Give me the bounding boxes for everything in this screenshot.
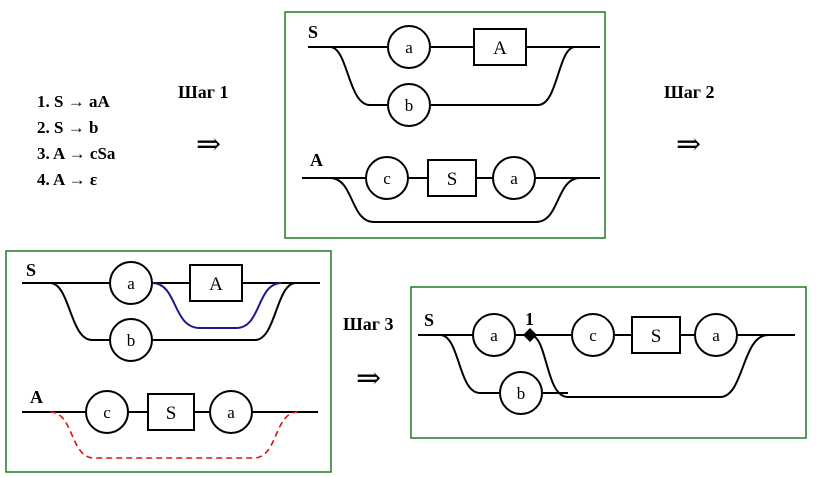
- panel-step-3: S a 1 c S a b: [410, 286, 807, 439]
- panel-2-node-S-text: S: [166, 403, 177, 424]
- panel-1-a-label: A: [310, 150, 323, 170]
- panel-2-node-b: [109, 318, 153, 362]
- panel-2-node-c-text: c: [103, 403, 111, 422]
- panel-step-1: S a A b A c S a: [284, 11, 606, 239]
- panel-3-node-c-text: c: [589, 326, 597, 345]
- step-1-label: Шаг 1: [178, 82, 228, 102]
- panel-3-node-b-text: b: [517, 384, 526, 403]
- panel-1-node-b: [387, 83, 431, 127]
- panel-3-node-a-text: a: [490, 326, 498, 345]
- panel-3-marker-label: 1: [525, 309, 534, 329]
- panel-1-node-S: [427, 159, 477, 197]
- panel-3-node-c: [571, 313, 615, 357]
- rule-4: 4. A → ε: [37, 170, 97, 189]
- panel-2-s-branch: [49, 282, 297, 341]
- panel-3-diamond-marker: [523, 328, 537, 342]
- panel-2-node-S: [147, 393, 195, 431]
- panel-3-node-S-text: S: [651, 326, 662, 347]
- panel-1-node-c: [365, 156, 409, 200]
- panel-step-2: S a A b A c S a: [5, 250, 332, 473]
- panel-2-node-a: [109, 261, 153, 305]
- panel-3-b-branch: [439, 334, 500, 394]
- panel-2-red-dashed-bypass: [49, 411, 299, 459]
- panel-1-a-bypass: [329, 177, 581, 223]
- implies-arrow-2: ⇒: [676, 127, 701, 162]
- panel-2-node-a-text: a: [127, 274, 135, 293]
- panel-1-node-b-text: b: [405, 96, 414, 115]
- panel-3-node-S: [631, 316, 681, 354]
- panel-2-node-a2-text: a: [227, 403, 235, 422]
- panel-3-node-a2-text: a: [712, 326, 720, 345]
- panel-3-epsilon-bypass: [529, 334, 769, 398]
- panel-2-node-A: [189, 264, 243, 302]
- panel-3-node-a2: [694, 313, 738, 357]
- panel-2-node-A-text: A: [209, 274, 223, 295]
- panel-1-node-a: [387, 25, 431, 69]
- panel-2-node-a2: [209, 390, 253, 434]
- panel-1-frame: [284, 11, 606, 239]
- implies-arrow-3: ⇒: [356, 361, 381, 396]
- panel-1-s-branch: [329, 46, 576, 106]
- panel-1-node-c-text: c: [383, 169, 391, 188]
- panel-1-node-S-text: S: [447, 169, 458, 190]
- panel-1-node-A-text: A: [493, 38, 507, 59]
- panel-2-node-b-text: b: [127, 331, 136, 350]
- panel-1-node-A: [473, 28, 527, 66]
- panel-2-node-c: [85, 390, 129, 434]
- panel-1-node-a2: [492, 156, 536, 200]
- panel-3-node-a: [472, 313, 516, 357]
- panel-3-frame: [410, 286, 807, 439]
- panel-2-a-label: A: [30, 387, 43, 407]
- step-3-label: Шаг 3: [343, 314, 393, 334]
- rule-2: 2. S → b: [37, 118, 98, 137]
- step-2-label: Шаг 2: [664, 82, 714, 102]
- grammar-rules: 1. S → aA 2. S → b 3. A → cSa 4. A → ε: [37, 92, 116, 189]
- panel-2-blue-highlight-path: [151, 282, 283, 329]
- implies-arrow-1: ⇒: [196, 127, 221, 162]
- panel-1-node-a2-text: a: [510, 169, 518, 188]
- rule-3: 3. A → cSa: [37, 144, 116, 163]
- panel-1-s-label: S: [308, 22, 318, 42]
- panel-2-s-label: S: [26, 260, 36, 280]
- panel-3-node-b: [499, 371, 543, 415]
- panel-2-frame: [5, 250, 332, 473]
- panel-1-node-a-text: a: [405, 38, 413, 57]
- rule-1: 1. S → aA: [37, 92, 110, 111]
- panel-3-s-label: S: [424, 310, 434, 330]
